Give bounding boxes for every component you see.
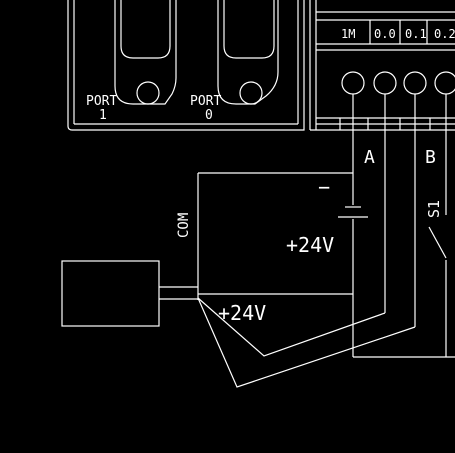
terminal-label-0-2: 0.2 [434,27,455,41]
plc-housing [67,0,305,131]
switch-s1-contact [428,226,447,259]
wire-b-label: B [425,147,436,168]
terminal-label-1m: 1M [341,27,355,41]
terminal-screw-0-0 [373,71,397,95]
terminal-label-0-0: 0.0 [374,27,396,41]
supply-voltage-lower: +24V [218,301,266,325]
port-1-connector [114,0,177,105]
port-0-connector [217,0,279,105]
battery-symbol [338,206,368,218]
terminal-screw-1m [341,71,365,95]
minus-sign: − [318,175,330,199]
load-cable [159,286,198,300]
port-0-number: 0 [205,108,213,123]
port-1-number: 1 [99,108,107,123]
port-0-label: PORT [190,94,221,109]
terminal-label-0-1: 0.1 [405,27,427,41]
switch-s1-label: S1 [425,200,443,218]
com-label: COM [176,213,192,238]
power-supply [197,172,354,300]
terminal-screw-0-1 [403,71,427,95]
terminal-strip [309,0,455,131]
supply-voltage-upper: +24V [286,233,334,257]
port-1-label: PORT [86,94,117,109]
terminal-screw-0-2 [434,71,455,95]
load-device [61,260,160,327]
wires [197,94,455,388]
wire-a-label: A [364,147,375,168]
